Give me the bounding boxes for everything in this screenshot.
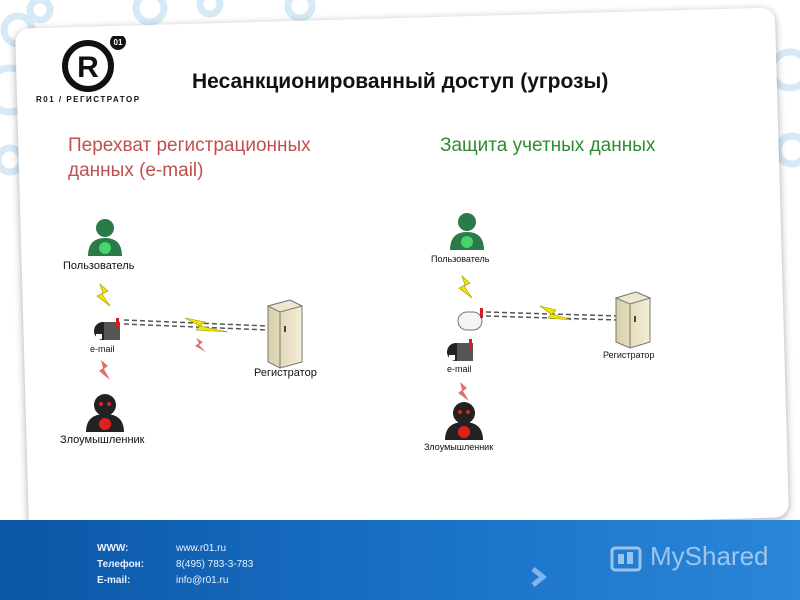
footer-bar	[0, 520, 800, 600]
footer-phone-value: 8(495) 783-3-783	[176, 559, 254, 570]
left-heading-line2: данных (e-mail)	[68, 160, 204, 181]
lightning-icon	[539, 305, 573, 321]
lightning-icon	[96, 283, 111, 307]
right-attacker-label: Злоумышленник	[424, 442, 494, 452]
left-user-label: Пользователь	[63, 260, 135, 272]
slide-title: Несанкционированный доступ (угрозы)	[192, 70, 609, 93]
mailbox-icon	[94, 318, 120, 340]
logo-text: R01 / РЕГИСТРАТОР	[36, 95, 141, 104]
logo-badge: 01	[114, 38, 123, 47]
right-registrar-label: Регистратор	[603, 350, 655, 360]
right-mail-label: e-mail	[447, 364, 472, 374]
logo-mark: R	[77, 51, 99, 84]
footer-phone-key: Телефон:	[97, 559, 145, 570]
chevron-right-icon	[531, 567, 548, 587]
left-registrar-label: Регистратор	[254, 367, 317, 379]
protected-mailbox-icon	[457, 308, 483, 331]
watermark-text: MyShared	[650, 541, 769, 571]
attacker-icon	[445, 402, 483, 440]
left-mail-label: e-mail	[90, 344, 115, 354]
attacker-icon	[86, 394, 124, 432]
footer-email-link[interactable]: info@r01.ru	[176, 575, 229, 586]
mailbox-icon	[447, 339, 473, 361]
left-diagram	[86, 219, 304, 432]
lightning-blocked-icon	[195, 338, 206, 352]
lightning-icon	[458, 275, 473, 299]
server-icon	[266, 299, 304, 369]
right-diagram	[445, 213, 652, 440]
lightning-blocked-icon	[458, 382, 469, 401]
watermark-icon	[610, 546, 642, 572]
left-heading-line1: Перехват регистрационных	[68, 135, 311, 156]
lightning-icon	[184, 317, 229, 333]
left-attacker-label: Злоумышленник	[60, 434, 145, 446]
lightning-blocked-icon	[99, 360, 110, 380]
user-icon	[450, 213, 484, 250]
footer-email-key: E-mail:	[97, 575, 131, 586]
left-heading: Перехват регистрационных данных (e-mail)	[68, 133, 311, 183]
r01-logo: R 01	[62, 36, 126, 92]
footer-www-link[interactable]: www.r01.ru	[176, 543, 227, 554]
right-user-label: Пользователь	[431, 254, 490, 264]
right-heading: Защита учетных данных	[440, 135, 656, 156]
user-icon	[88, 219, 122, 256]
server-icon	[614, 291, 652, 349]
footer-www-key: WWW:	[97, 543, 129, 554]
